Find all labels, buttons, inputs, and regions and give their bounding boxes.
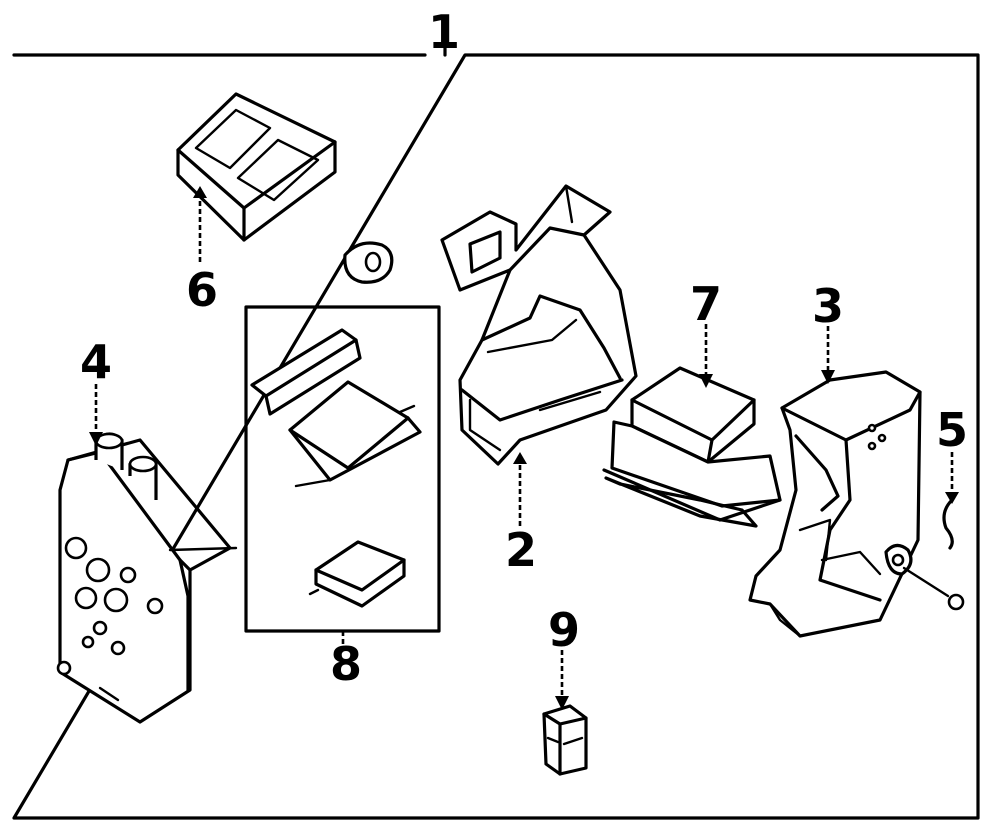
callout-5: 5 (936, 403, 968, 457)
arrow-9 (555, 650, 569, 710)
arrow-6 (193, 186, 207, 262)
callout-8: 8 (330, 637, 362, 691)
callout-3: 3 (812, 279, 844, 333)
callout-6: 6 (186, 263, 218, 317)
link-rod-part (902, 498, 965, 611)
left-housing-part (56, 432, 238, 724)
filter-frame-part (176, 92, 337, 242)
grommet-part (343, 241, 394, 284)
callout-9: 9 (548, 603, 580, 657)
door-kit-box (244, 305, 441, 633)
callout-1: 1 (428, 5, 460, 59)
callout-7: 7 (690, 277, 722, 331)
arrow-4 (89, 384, 103, 446)
right-housing-part (748, 370, 922, 638)
arrow-2 (513, 452, 527, 526)
arrow-7 (699, 324, 713, 388)
actuator-part (542, 704, 588, 776)
arrow-5 (945, 452, 959, 504)
callout-4: 4 (80, 335, 112, 389)
callout-2: 2 (505, 523, 537, 577)
heater-core-part (602, 366, 782, 528)
arrow-3 (821, 326, 835, 384)
center-duct-part (440, 184, 638, 466)
